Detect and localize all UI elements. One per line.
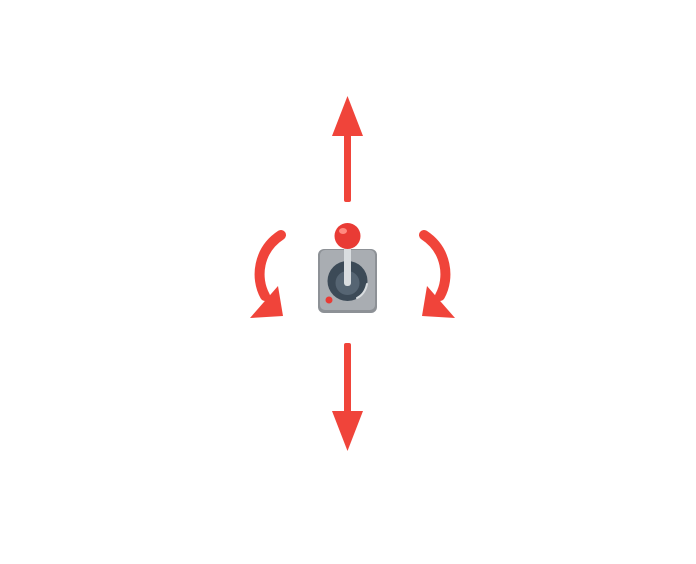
arrow-up-icon	[332, 96, 363, 202]
joystick-icon	[318, 223, 377, 313]
arrow-down-icon	[332, 343, 363, 451]
rotate-right-icon	[419, 230, 455, 318]
rotate-left-icon	[250, 230, 286, 318]
